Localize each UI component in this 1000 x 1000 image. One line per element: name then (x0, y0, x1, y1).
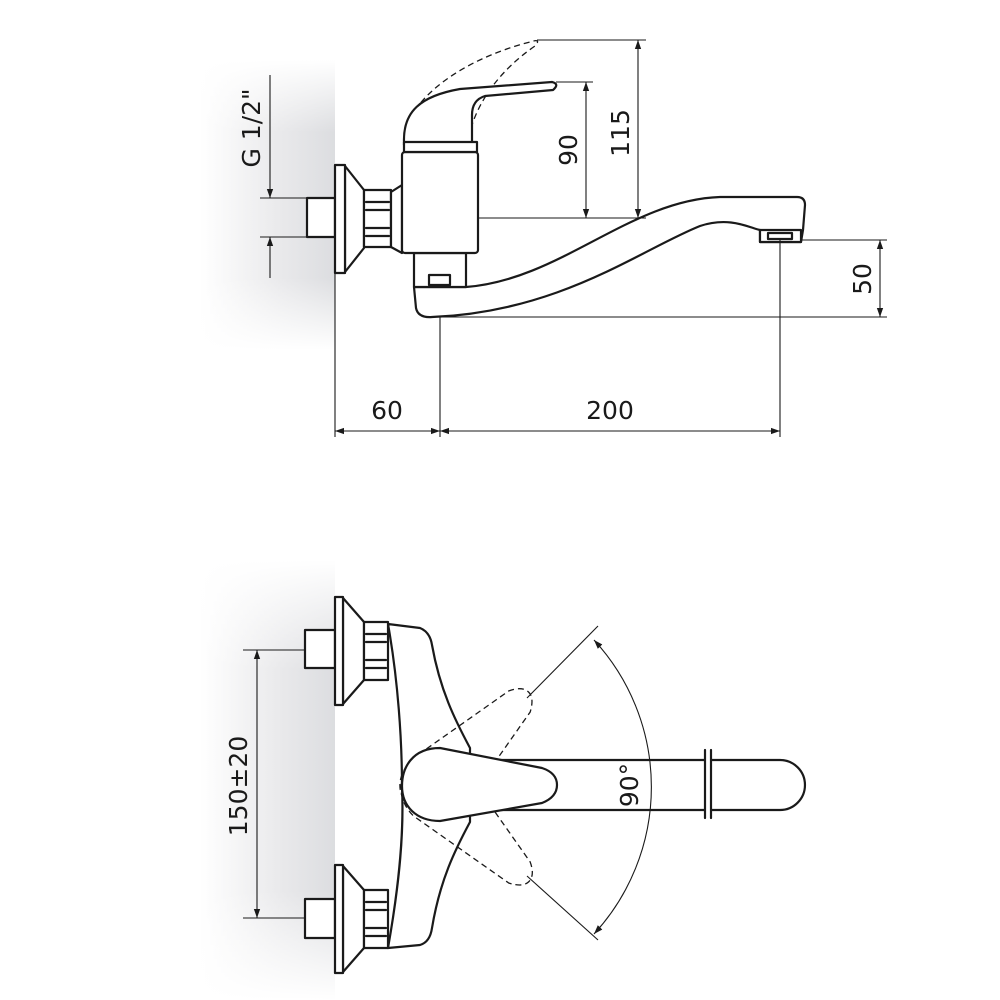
upper-inlet (303, 595, 390, 707)
spout-top (498, 758, 807, 812)
escutcheon-flange (333, 163, 347, 275)
connector (389, 183, 404, 255)
lever-angle-label: 90° (615, 763, 644, 807)
dimension-lines-top (243, 625, 652, 941)
coupling-nut (362, 188, 393, 249)
inlet-pipe (305, 196, 337, 239)
thread-size-label: G 1/2" (237, 88, 266, 167)
aerator-insert (766, 231, 794, 241)
mixer-body (400, 150, 480, 255)
dimension-lines-side (260, 39, 887, 437)
escutcheon-cone (343, 164, 366, 274)
lever-cap (402, 140, 479, 154)
lever-top (400, 746, 559, 823)
faucet-top-view (303, 595, 807, 975)
diverter-cap (427, 273, 452, 287)
wall-offset-label: 60 (371, 396, 403, 425)
spout-reach-label: 200 (586, 396, 634, 425)
inlet-spacing-label: 150±20 (224, 736, 253, 836)
spout-height-label: 50 (848, 263, 877, 295)
lever (402, 80, 558, 147)
spout (412, 195, 807, 319)
faucet-side-view (305, 40, 807, 319)
lever-height-label: 90 (554, 134, 583, 166)
lower-inlet (303, 863, 390, 975)
break-marks (703, 748, 713, 820)
lever-raised-height-label: 115 (606, 109, 635, 157)
